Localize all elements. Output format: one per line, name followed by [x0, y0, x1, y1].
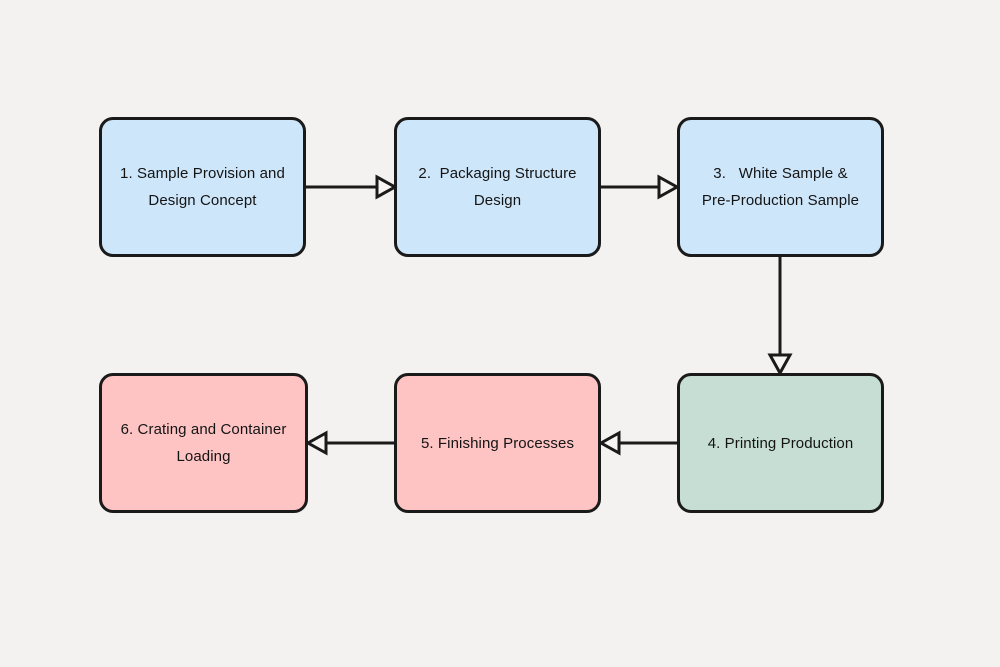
flow-node-packaging-structure: 2. Packaging Structure Design — [394, 117, 601, 257]
flow-node-printing-production: 4. Printing Production — [677, 373, 884, 513]
flow-node-packaging-structure-label: 2. Packaging Structure Design — [418, 165, 577, 209]
flow-node-white-sample: 3. White Sample & Pre-Production Sample — [677, 117, 884, 257]
flow-node-sample-provision: 1. Sample Provision and Design Concept — [99, 117, 306, 257]
edge-2-to-3-arrow — [601, 174, 681, 200]
flow-node-crating-loading: 6. Crating and Container Loading — [99, 373, 308, 513]
flow-node-sample-provision-label: 1. Sample Provision and Design Concept — [120, 165, 285, 209]
edge-1-to-2-arrow — [306, 174, 399, 200]
flow-node-finishing-processes-label: 5. Finishing Processes — [420, 434, 575, 452]
edge-4-to-5-arrow — [597, 430, 677, 456]
flow-node-printing-production-label: 4. Printing Production — [707, 434, 854, 452]
edge-3-to-4-arrow — [767, 257, 793, 377]
flow-node-white-sample-label: 3. White Sample & Pre-Production Sample — [701, 165, 860, 209]
flow-node-crating-loading-label: 6. Crating and Container Loading — [120, 421, 287, 465]
edge-5-to-6-arrow — [304, 430, 394, 456]
flow-node-finishing-processes: 5. Finishing Processes — [394, 373, 601, 513]
